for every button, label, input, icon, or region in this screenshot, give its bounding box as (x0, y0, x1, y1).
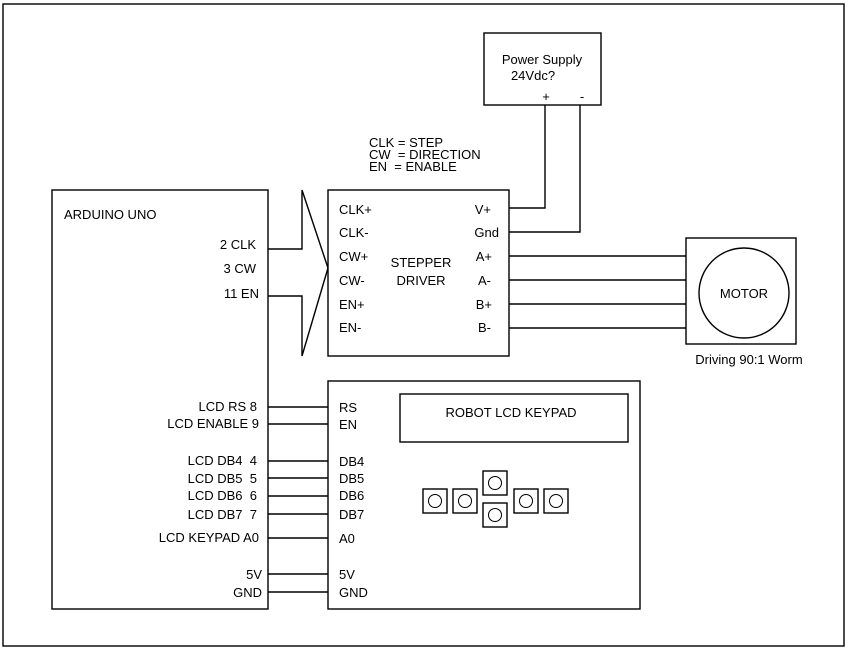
arduino-title: ARDUINO UNO (64, 207, 156, 222)
power-wire-minus (509, 105, 581, 233)
stepper-pin-clk-plus: CLK+ (339, 202, 372, 217)
lcd-pin-5v: 5V (339, 567, 355, 582)
lcd-pin-db5: DB5 (339, 471, 364, 486)
arduino-pin-lcd-enable: LCD ENABLE 9 (167, 416, 259, 431)
arduino-pin-lcd-db6: LCD DB6 6 (188, 488, 257, 503)
lcd-pin-db4: DB4 (339, 454, 364, 469)
stepper-title-line2: DRIVER (396, 273, 445, 288)
power-supply-title: Power Supply (502, 52, 583, 67)
power-supply-plus: + (542, 89, 550, 104)
arduino-pin-lcd-db5: LCD DB5 5 (188, 471, 257, 486)
lcd-keypad-board: ROBOT LCD KEYPAD RS EN DB4 DB5 DB6 DB7 A… (327, 380, 641, 610)
lcd-pin-a0: A0 (339, 531, 355, 546)
stepper-pin-en-minus: EN- (339, 320, 361, 335)
arduino-pin-clk: 2 CLK (220, 237, 256, 252)
arduino-pin-5v: 5V (246, 567, 262, 582)
keypad-button-reset (543, 488, 569, 514)
lcd-pin-en: EN (339, 417, 357, 432)
power-supply-minus: - (580, 89, 584, 104)
arduino-pin-lcd-rs: LCD RS 8 (198, 399, 257, 414)
stepper-pin-a-minus: A- (478, 273, 491, 288)
keypad-button-left (452, 488, 478, 514)
motor-circle (698, 247, 790, 339)
power-supply: Power Supply 24Vdc? + - (483, 32, 602, 106)
motor-label: MOTOR (720, 286, 768, 301)
stepper-pin-b-plus: B+ (476, 297, 492, 312)
signal-legend: CLK = STEP CW = DIRECTION EN = ENABLE (369, 135, 481, 174)
power-wire-plus (509, 105, 546, 209)
motor-caption: Driving 90:1 Worm (695, 352, 802, 367)
keypad-button-up (482, 470, 508, 496)
stepper-pin-b-minus: B- (478, 320, 491, 335)
stepper-title-line1: STEPPER (391, 255, 452, 270)
lcd-screen (399, 393, 629, 443)
stepper-pin-en-plus: EN+ (339, 297, 365, 312)
stepper-driver: STEPPER DRIVER CLK+ CLK- CW+ CW- EN+ EN-… (327, 189, 510, 357)
lcd-pin-db6: DB6 (339, 488, 364, 503)
keypad-button-select (422, 488, 448, 514)
arduino-uno-board: ARDUINO UNO 2 CLK 3 CW 11 EN LCD RS 8 LC… (51, 189, 269, 610)
arduino-pin-lcd-keypad: LCD KEYPAD A0 (159, 530, 259, 545)
keypad-button-right (513, 488, 539, 514)
lcd-pin-gnd: GND (339, 585, 368, 600)
keypad-button-down (482, 502, 508, 528)
motor: MOTOR Driving 90:1 Worm (685, 237, 803, 367)
legend-line-cw: CW = DIRECTION (369, 147, 481, 162)
arduino-pin-en: 11 EN (224, 286, 259, 301)
arduino-pin-lcd-db4: LCD DB4 4 (188, 453, 257, 468)
lcd-pin-db7: DB7 (339, 507, 364, 522)
legend-line-en: EN = ENABLE (369, 159, 457, 174)
stepper-pin-cw-plus: CW+ (339, 249, 368, 264)
power-supply-voltage: 24Vdc? (511, 68, 555, 83)
stepper-pin-gnd: Gnd (474, 225, 499, 240)
stepper-pin-vplus: V+ (475, 202, 491, 217)
legend-line-clk: CLK = STEP (369, 135, 443, 150)
stepper-pin-a-plus: A+ (476, 249, 492, 264)
stepper-pin-clk-minus: CLK- (339, 225, 369, 240)
arduino-pin-cw: 3 CW (224, 261, 257, 276)
lcd-pin-rs: RS (339, 400, 357, 415)
arduino-pin-lcd-db7: LCD DB7 7 (188, 507, 257, 522)
stepper-pin-cw-minus: CW- (339, 273, 365, 288)
arduino-pin-gnd: GND (233, 585, 262, 600)
lcd-title: ROBOT LCD KEYPAD (446, 405, 577, 420)
